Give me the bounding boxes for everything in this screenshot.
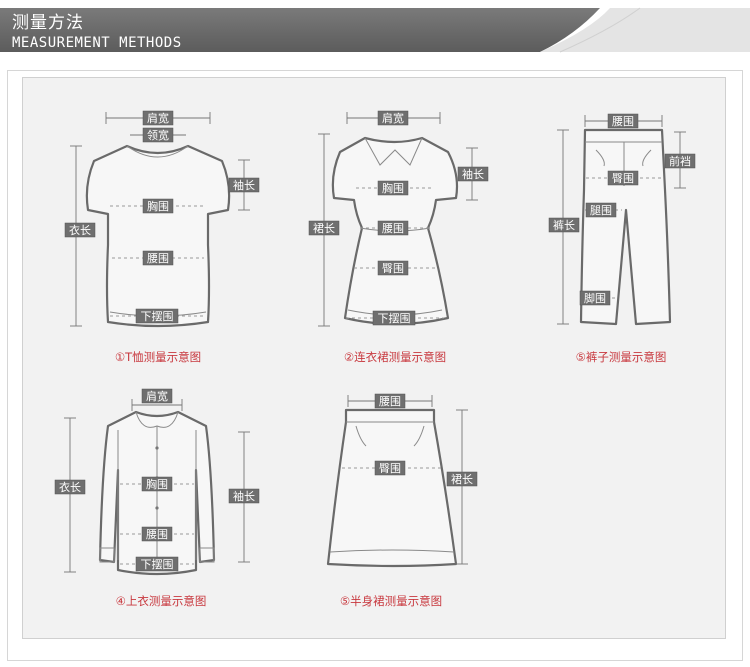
tshirt-diagram: 肩宽 领宽 袖长 衣长 胸围 腰围 下摆围 ①T恤测量示意图 <box>64 110 260 364</box>
svg-text:肩宽: 肩宽 <box>146 389 168 403</box>
svg-text:肩宽: 肩宽 <box>382 111 404 125</box>
dress-label-sleeve: 袖长 <box>457 166 489 182</box>
jacket-caption: ④上衣测量示意图 <box>116 594 207 608</box>
svg-text:腿围: 腿围 <box>590 204 612 217</box>
dress-caption: ②连衣裙测量示意图 <box>344 350 446 364</box>
svg-text:肩宽: 肩宽 <box>147 111 169 125</box>
pants-outline <box>579 128 672 326</box>
svg-text:裤长: 裤长 <box>553 218 575 232</box>
tshirt-label-sleeve: 袖长 <box>228 177 260 193</box>
svg-text:衣长: 衣长 <box>59 480 81 494</box>
jacket-label-sleeve: 袖长 <box>228 488 260 504</box>
svg-text:臀围: 臀围 <box>612 172 634 185</box>
skirt-label-length: 裙长 <box>446 471 478 487</box>
svg-text:裙长: 裙长 <box>451 473 473 486</box>
pants-label-rise: 前裆 <box>664 153 696 169</box>
dress-label-chest: 胸围 <box>377 180 409 196</box>
svg-text:裙长: 裙长 <box>313 222 335 235</box>
svg-text:腰围: 腰围 <box>379 395 401 408</box>
svg-text:臀围: 臀围 <box>382 262 404 275</box>
pants-caption: ⑤裤子测量示意图 <box>576 350 667 364</box>
jacket-label-shoulder: 肩宽 <box>141 388 173 404</box>
tshirt-label-waist: 腰围 <box>142 250 174 266</box>
dress-diagram: 肩宽 袖长 裙长 胸围 腰围 臀围 下摆围 ②连衣裙测量示意图 <box>308 110 489 364</box>
svg-text:脚围: 脚围 <box>584 291 606 305</box>
pants-label-ankle: 脚围 <box>579 290 611 306</box>
tshirt-label-hem: 下摆围 <box>135 308 179 324</box>
skirt-outline <box>326 408 458 568</box>
svg-text:腰围: 腰围 <box>147 252 169 265</box>
tshirt-outline <box>85 144 231 328</box>
pants-label-length: 裤长 <box>548 217 580 233</box>
svg-text:衣长: 衣长 <box>69 223 91 237</box>
dress-label-hip: 臀围 <box>377 260 409 276</box>
skirt-diagram: 腰围 臀围 裙长 ⑤半身裙测量示意图 <box>326 393 478 608</box>
dress-label-waist: 腰围 <box>377 220 409 236</box>
svg-text:袖长: 袖长 <box>233 178 255 192</box>
svg-text:胸围: 胸围 <box>147 199 169 213</box>
jacket-label-length: 衣长 <box>54 479 86 495</box>
svg-text:袖长: 袖长 <box>462 167 484 181</box>
svg-text:下摆围: 下摆围 <box>141 557 174 571</box>
page-subtitle: MEASUREMENT METHODS <box>12 35 182 51</box>
skirt-label-hip: 臀围 <box>374 460 406 476</box>
tshirt-label-length: 衣长 <box>64 222 96 238</box>
page-header: 测量方法 MEASUREMENT METHODS <box>0 0 750 58</box>
svg-text:腰围: 腰围 <box>382 222 404 235</box>
jacket-label-chest: 胸围 <box>141 476 173 492</box>
svg-text:腰围: 腰围 <box>146 528 168 541</box>
svg-text:袖长: 袖长 <box>233 489 255 503</box>
tshirt-label-shoulder: 肩宽 <box>142 110 174 126</box>
header-banner <box>0 7 750 53</box>
svg-text:臀围: 臀围 <box>379 462 401 475</box>
pants-label-hip: 臀围 <box>607 170 639 186</box>
tshirt-label-neck: 领宽 <box>142 127 174 143</box>
svg-text:下摆围: 下摆围 <box>141 309 174 323</box>
svg-text:前裆: 前裆 <box>669 154 691 168</box>
tshirt-label-chest: 胸围 <box>142 198 174 214</box>
svg-text:腰围: 腰围 <box>612 115 634 128</box>
svg-text:胸围: 胸围 <box>146 477 168 491</box>
skirt-label-waist: 腰围 <box>374 393 406 409</box>
jacket-label-waist: 腰围 <box>141 526 173 542</box>
pants-label-waist: 腰围 <box>607 113 639 129</box>
svg-text:领宽: 领宽 <box>147 128 169 142</box>
page-title: 测量方法 <box>12 13 84 33</box>
jacket-diagram: 肩宽 衣长 胸围 袖长 腰围 下摆围 ④上衣测量示意图 <box>54 388 260 608</box>
skirt-caption: ⑤半身裙测量示意图 <box>340 594 442 608</box>
pants-label-thigh: 腿围 <box>585 202 617 218</box>
jacket-label-hem: 下摆围 <box>135 556 179 572</box>
tshirt-caption: ①T恤测量示意图 <box>115 350 201 364</box>
svg-text:胸围: 胸围 <box>382 181 404 195</box>
svg-text:下摆围: 下摆围 <box>378 311 411 325</box>
dress-label-shoulder: 肩宽 <box>377 110 409 126</box>
dress-label-hem: 下摆围 <box>372 310 416 326</box>
dress-label-length: 裙长 <box>308 220 340 236</box>
pants-diagram: 腰围 前裆 臀围 腿围 裤长 脚围 ⑤裤子测量示意图 <box>548 113 696 364</box>
